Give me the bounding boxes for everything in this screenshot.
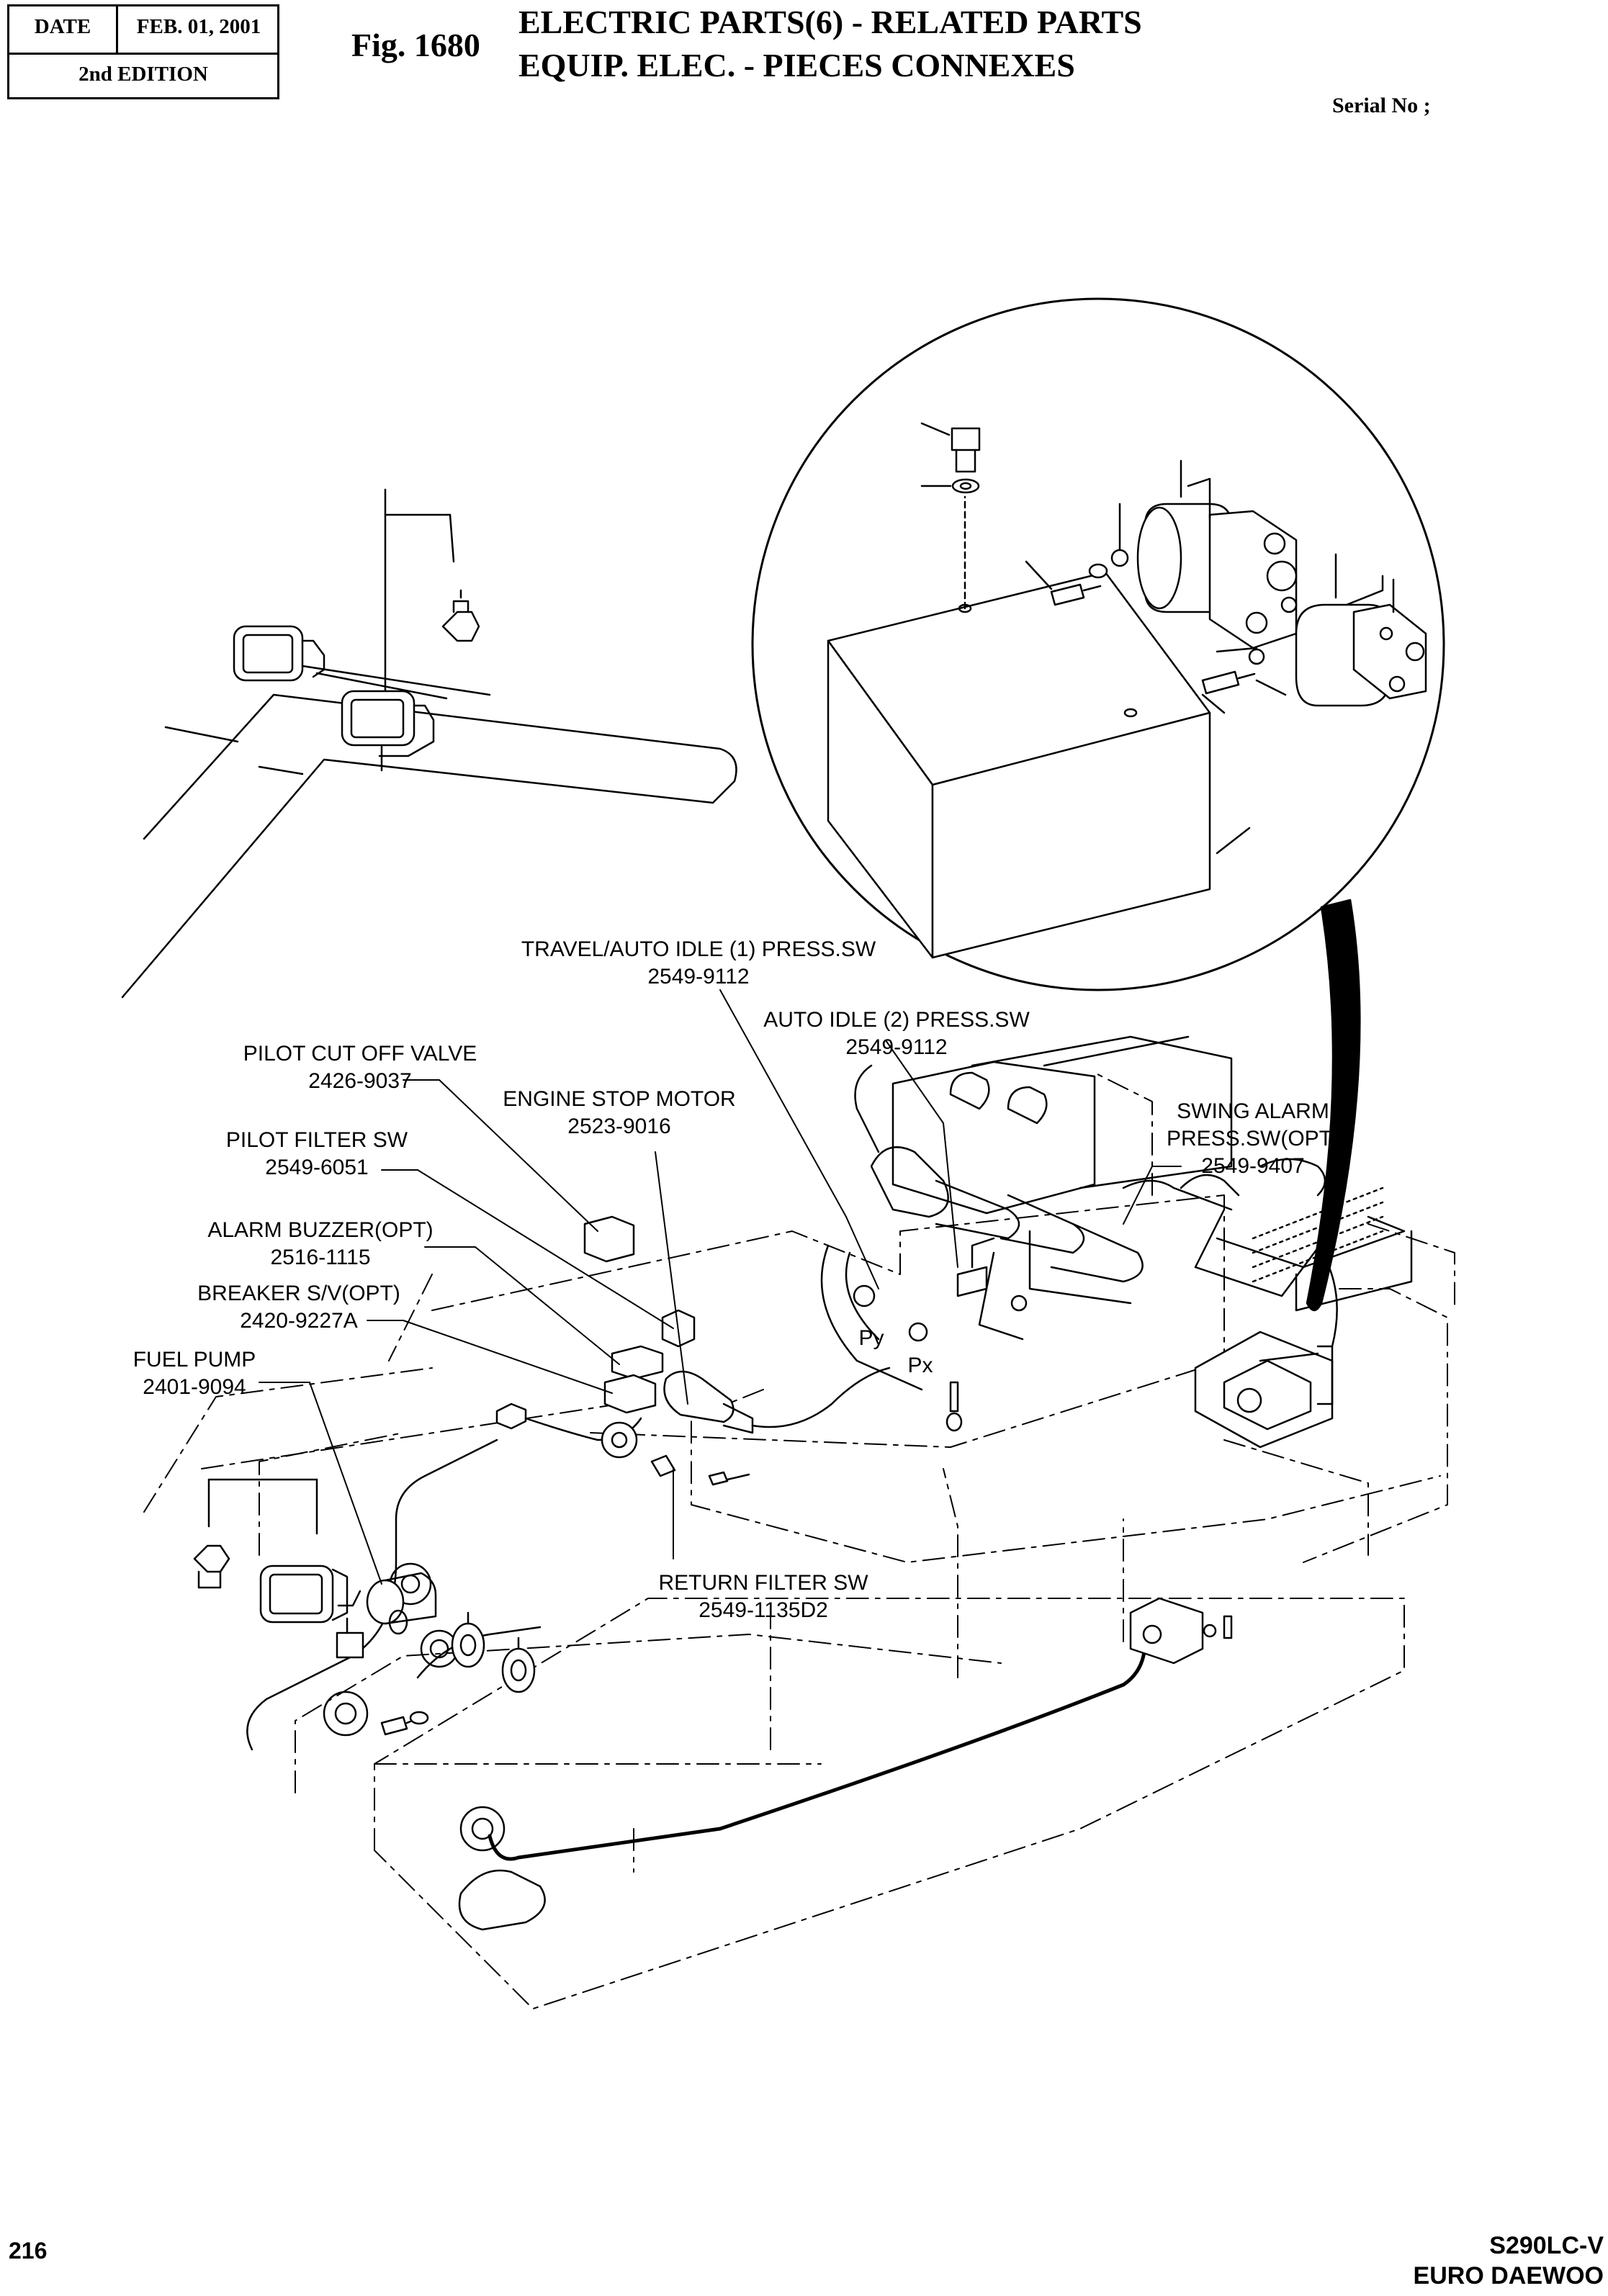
callout-breaker-sv: BREAKER S/V(OPT) 2420-9227A xyxy=(180,1280,418,1335)
callout-part-number: 2549-9407 xyxy=(1201,1154,1305,1178)
port-label-py: Py xyxy=(858,1326,884,1350)
callout-part-number: 2401-9094 xyxy=(143,1375,246,1399)
callout-engine-stop-motor: ENGINE STOP MOTOR 2523-9016 xyxy=(482,1086,756,1140)
starter-relay-icon xyxy=(1201,553,1427,714)
callout-swing-alarm-press-sw: SWING ALARM PRESS.SW(OPT) 2549-9407 xyxy=(1152,1098,1354,1180)
callout-name: ALARM BUZZER(OPT) xyxy=(207,1218,434,1242)
figure-number: Fig. 1680 xyxy=(351,27,480,63)
bolt-icon xyxy=(920,422,981,494)
brand-name: EURO DAEWOO xyxy=(1413,2262,1604,2290)
header-info-box: DATE FEB. 01, 2001 2nd EDITION xyxy=(7,4,279,99)
swing-alarm-unit xyxy=(1194,1244,1338,1449)
date-value: FEB. 01, 2001 xyxy=(136,15,261,38)
page-title-english: ELECTRIC PARTS(6) - RELATED PARTS xyxy=(518,4,1142,40)
edition-value: 2nd EDITION xyxy=(78,63,208,86)
model-name: S290LC-V xyxy=(1489,2232,1604,2259)
date-label: DATE xyxy=(34,15,91,38)
serial-number-label: Serial No ; xyxy=(1332,94,1431,117)
boom-work-lights xyxy=(121,488,737,999)
callout-part-number: 2523-9016 xyxy=(567,1115,671,1138)
callout-name-line2: PRESS.SW(OPT) xyxy=(1166,1127,1339,1151)
callout-return-filter-sw: RETURN FILTER SW 2549-1135D2 xyxy=(641,1570,886,1624)
engine-block xyxy=(820,1035,1413,1432)
callout-auto-idle-2-press-sw: AUTO IDLE (2) PRESS.SW 2549-9112 xyxy=(742,1007,1051,1061)
callout-part-number: 2549-1135D2 xyxy=(699,1598,828,1622)
battery-icon xyxy=(827,495,1211,959)
info-box-divider-horizontal xyxy=(9,53,277,55)
fuel-pump-icon xyxy=(366,1572,437,1635)
engine-stop-motor-icon xyxy=(663,1370,754,1434)
horn-icon xyxy=(451,1611,536,1693)
page-title-french: EQUIP. ELEC. - PIECES CONNEXES xyxy=(518,47,1075,84)
callout-name: RETURN FILTER SW xyxy=(658,1571,868,1595)
callout-name: PILOT CUT OFF VALVE xyxy=(243,1042,477,1066)
callout-pilot-filter-sw: PILOT FILTER SW 2549-6051 xyxy=(202,1127,432,1181)
machine-frame xyxy=(143,1072,1455,2009)
callout-name: TRAVEL/AUTO IDLE (1) PRESS.SW xyxy=(521,937,876,961)
callout-name: ENGINE STOP MOTOR xyxy=(503,1087,736,1111)
leader-lines xyxy=(259,989,1182,1585)
callout-fuel-pump: FUEL PUMP 2401-9094 xyxy=(119,1346,270,1401)
callout-name: FUEL PUMP xyxy=(132,1348,256,1372)
magnifier-pointer-arrow xyxy=(1306,899,1361,1312)
callout-part-number: 2549-6051 xyxy=(265,1156,369,1179)
boom-foot xyxy=(246,1439,542,1852)
callout-part-number: 2420-9227A xyxy=(240,1309,358,1333)
info-box-divider-vertical xyxy=(116,6,118,53)
callout-pilot-cut-off-valve: PILOT CUT OFF VALVE 2426-9037 xyxy=(202,1040,518,1095)
callout-name-line1: SWING ALARM xyxy=(1177,1099,1329,1123)
lower-left-components xyxy=(193,1478,536,1736)
port-label-px: Px xyxy=(907,1354,933,1377)
callout-part-number: 2549-9112 xyxy=(845,1035,948,1059)
callout-name: PILOT FILTER SW xyxy=(225,1128,408,1152)
detail-magnifier xyxy=(751,297,1445,991)
battery-relay-icon xyxy=(1025,459,1298,649)
callout-part-number: 2516-1115 xyxy=(270,1246,371,1269)
callout-name: BREAKER S/V(OPT) xyxy=(197,1282,400,1305)
callout-part-number: 2426-9037 xyxy=(308,1069,412,1093)
callout-alarm-buzzer: ALARM BUZZER(OPT) 2516-1115 xyxy=(191,1217,450,1271)
callout-name: AUTO IDLE (2) PRESS.SW xyxy=(763,1008,1030,1032)
callout-travel-auto-idle-press-sw: TRAVEL/AUTO IDLE (1) PRESS.SW 2549-9112 xyxy=(493,936,904,991)
page-number: 216 xyxy=(9,2238,48,2264)
callout-part-number: 2549-9112 xyxy=(647,965,750,989)
